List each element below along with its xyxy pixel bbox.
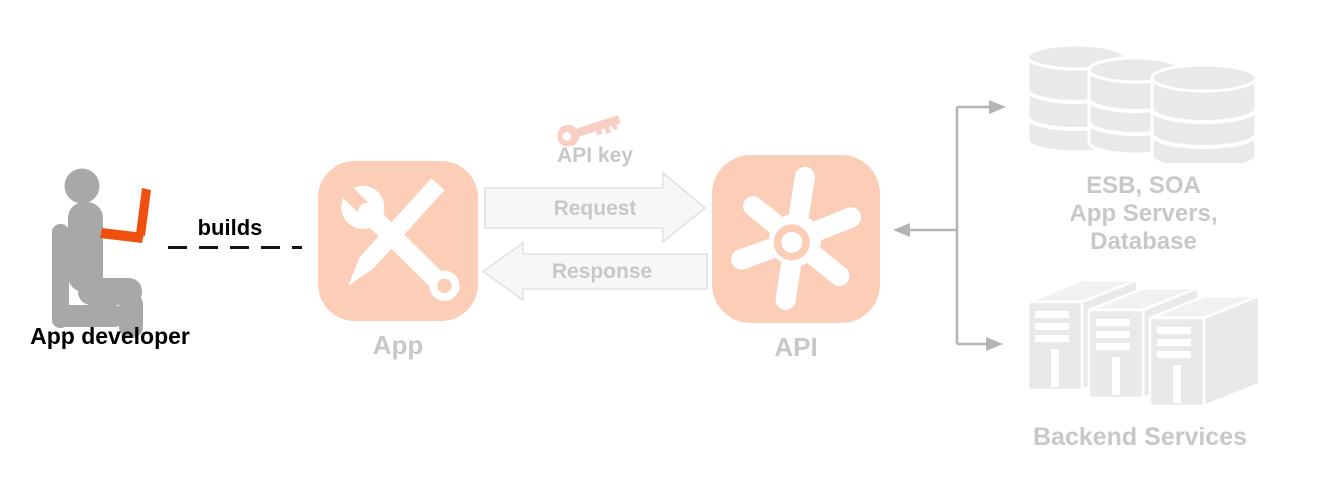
person-shin [119,293,143,338]
laptop-screen-icon [136,188,151,236]
app-icon [318,161,478,321]
server-stack-icon [1026,278,1261,408]
laptop-base-icon [100,228,144,243]
backend-connector-lines [893,100,1006,351]
database-cylinder [1150,63,1258,163]
person-torso [68,202,103,292]
chair-back [52,224,69,328]
chair-seat [52,305,124,327]
backend-services-label: Backend Services [1032,423,1248,451]
app-label: App [372,330,424,360]
backend-esb-label-line: App Servers, [1069,200,1218,227]
key-blade [574,115,621,137]
app-developer-icon [52,168,151,338]
backend-esb-label-line: Database [1090,228,1197,255]
backend-esb-label-line: ESB, SOA [1086,172,1201,199]
wrench-icon [335,179,460,301]
person-head [64,168,100,204]
backend-esb-label: ESB, SOA App Servers, Database [1035,172,1252,256]
api-icon [712,155,880,323]
api-key-icon [557,115,621,146]
arrowhead-to-api [893,223,910,237]
app-developer-label: App developer [30,323,190,349]
response-label: Response [551,260,653,283]
response-arrow [481,241,708,302]
builds-label: builds [197,215,263,240]
api-label: API [774,332,818,362]
request-arrow [484,171,707,244]
api-key-label: API key [557,144,633,167]
pencil-icon [348,178,445,286]
api-pinwheel-icon [731,166,862,310]
builds-dashed-line [168,246,302,249]
server-tower [1148,294,1261,408]
database-stack-icon [1026,43,1258,163]
arrowhead-to-esb [989,100,1006,114]
request-label: Request [553,197,637,220]
arrowhead-to-backend-services [986,337,1003,351]
